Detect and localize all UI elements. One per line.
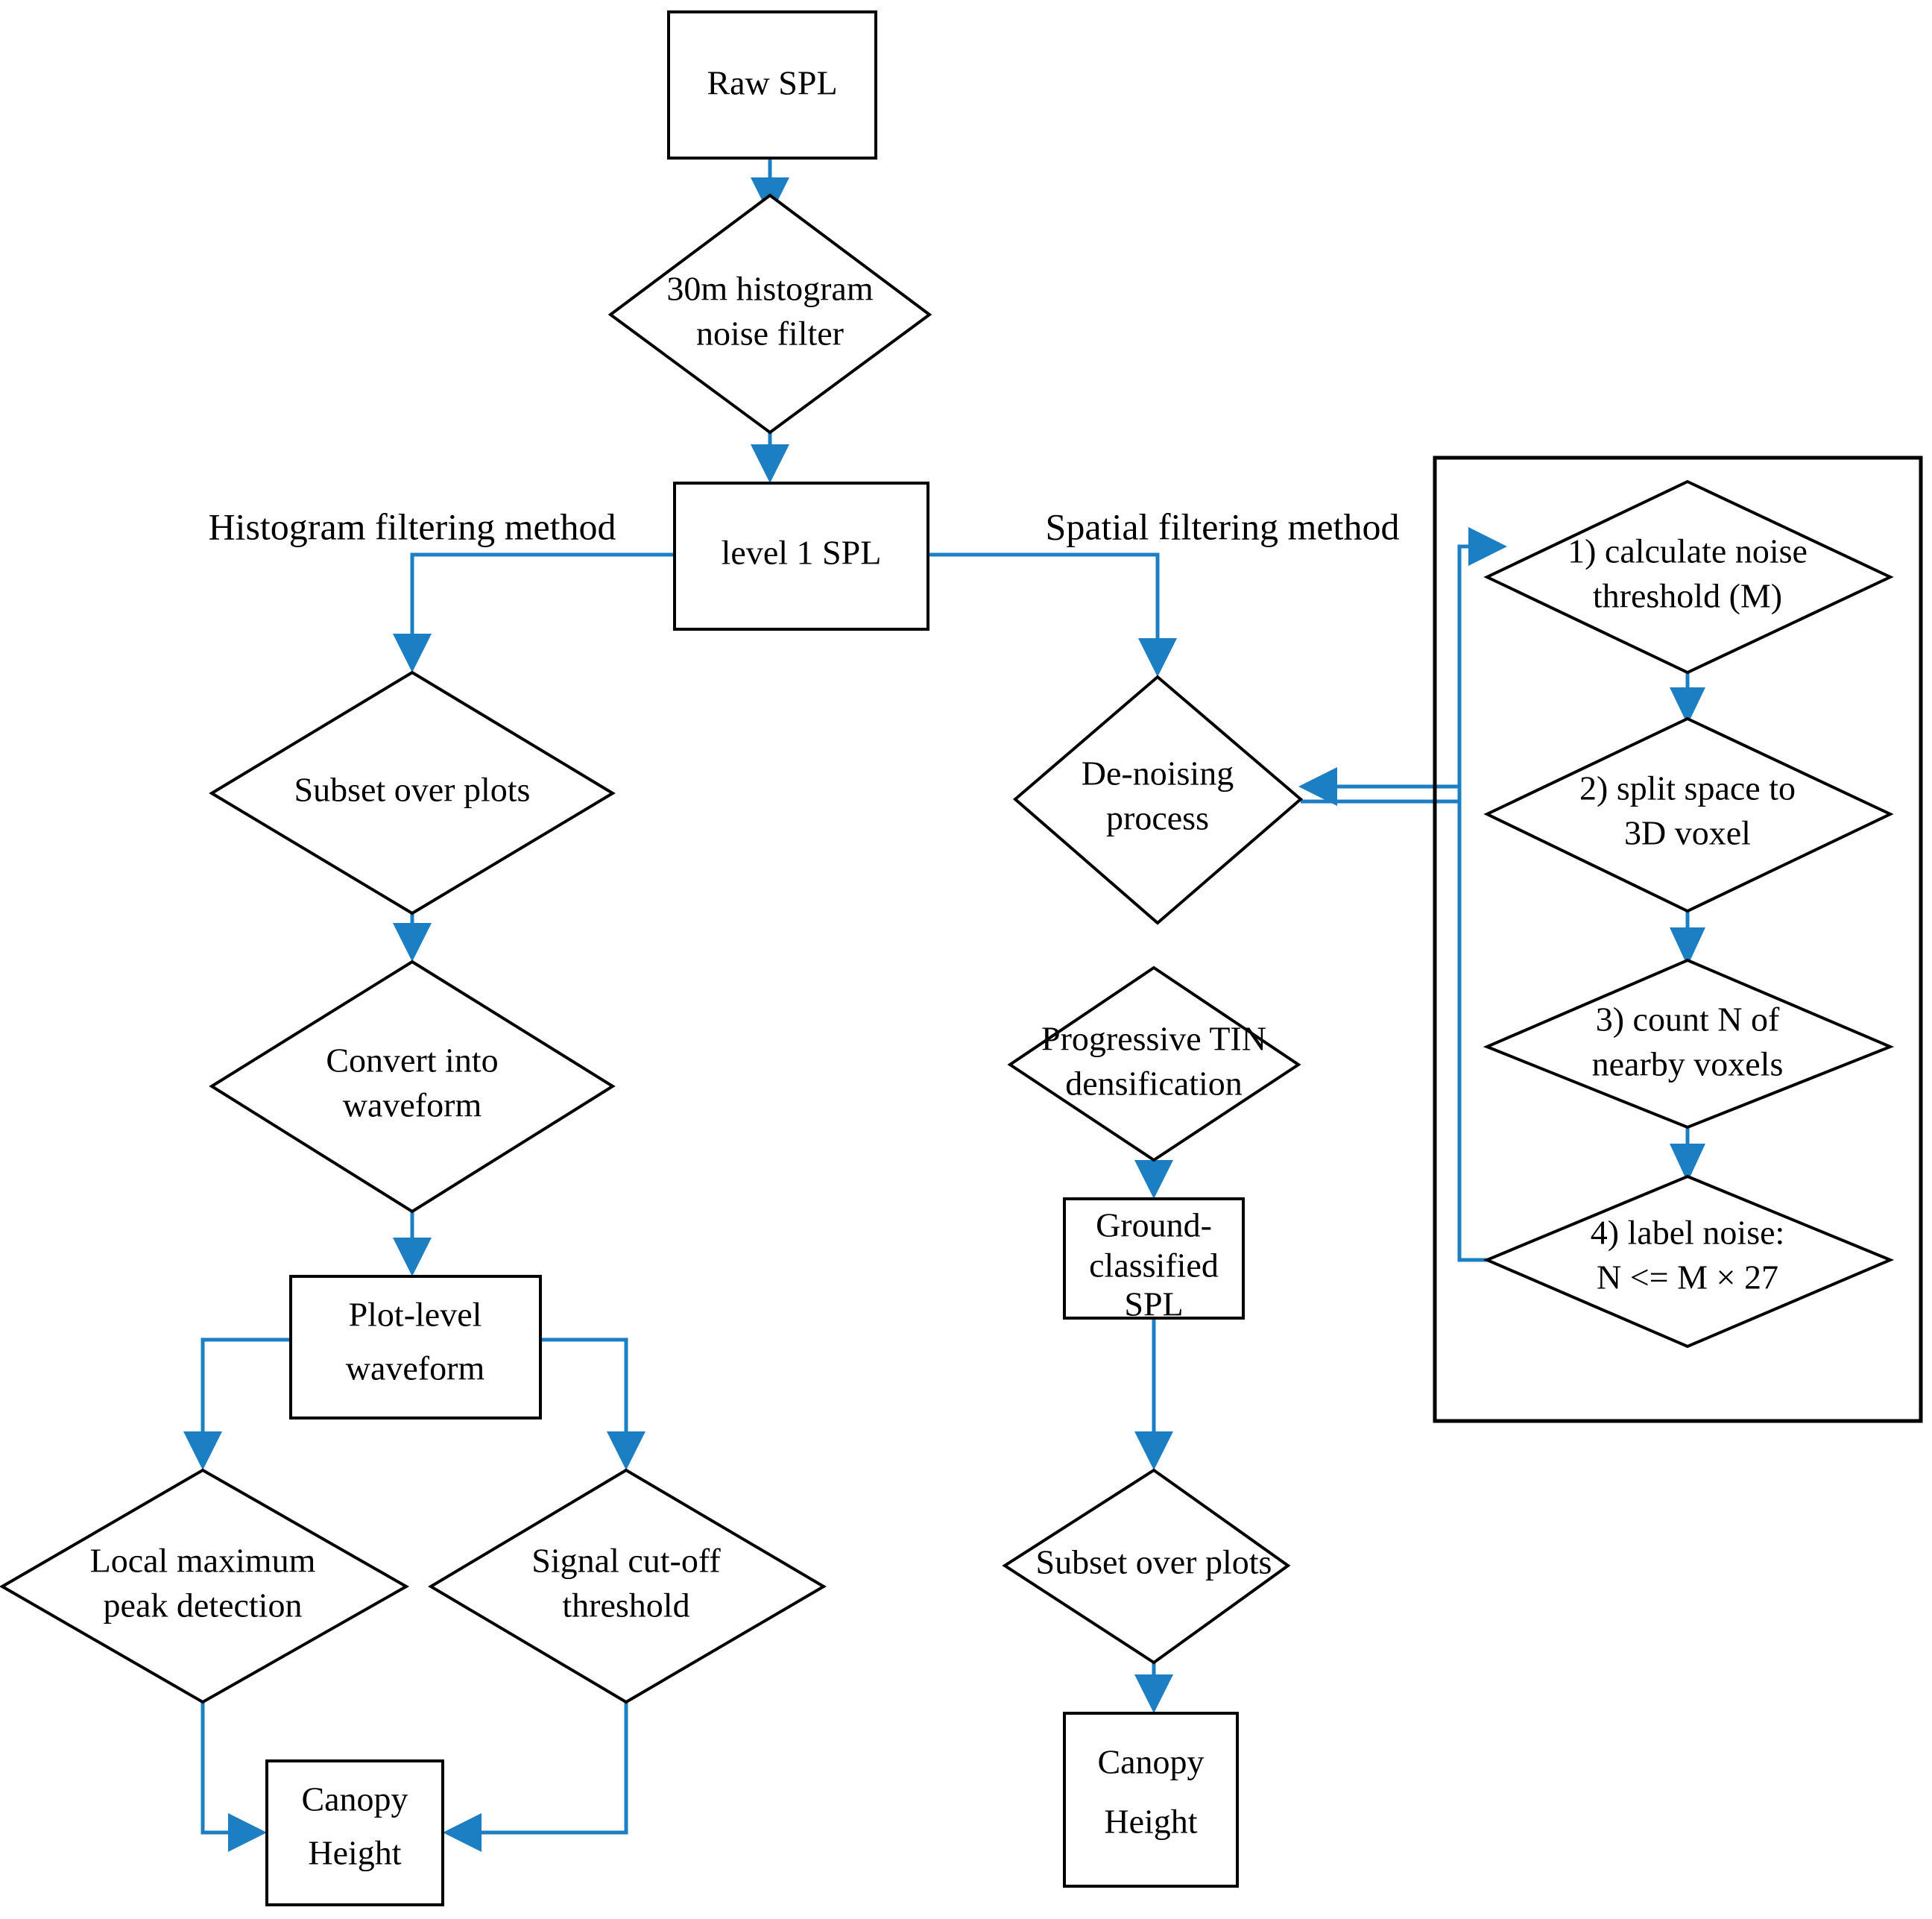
connector-step1-to-step2 <box>1670 672 1705 725</box>
node-signalcutoff-line1: Signal cut-off <box>531 1542 721 1580</box>
node-step3-count-nearby-voxels[interactable]: 3) count N of nearby voxels <box>1483 958 1895 1129</box>
connector-step3-to-step4 <box>1670 1127 1705 1182</box>
connector-step4-to-progressivetin <box>1298 767 1487 1262</box>
node-denoising-line1: De-noising <box>1082 754 1234 793</box>
branch-label-left: Histogram filtering method <box>208 505 616 547</box>
node-step3-line2: nearby voxels <box>1592 1045 1784 1083</box>
node-step4-line1: 4) label noise: <box>1591 1214 1785 1252</box>
node-groundclassified-line1: Ground- <box>1096 1206 1212 1244</box>
connector-subset-to-convert <box>393 913 432 962</box>
node-step1-line2: threshold (M) <box>1593 577 1782 615</box>
node-denoising-line2: process <box>1106 799 1209 837</box>
node-plotlevel-line2: waveform <box>346 1349 485 1387</box>
node-raw-spl-label: Raw SPL <box>707 64 837 102</box>
connector-level1-to-subset-left <box>393 552 675 672</box>
node-canopy-left-line1: Canopy <box>301 1780 408 1818</box>
node-progressivetin-line1: Progressive TIN <box>1041 1020 1266 1058</box>
denoising-subprocess-frame <box>1433 456 1923 1423</box>
node-noise-filter-line2: noise filter <box>696 315 844 353</box>
node-noise-filter[interactable]: 30m histogram noise filter <box>607 193 932 435</box>
node-groundclassified-line3: SPL <box>1124 1285 1183 1323</box>
node-canopy-height-right[interactable]: Canopy Height <box>1063 1712 1239 1888</box>
connector-plotlevel-to-signalcutoff <box>540 1337 645 1470</box>
node-convert-into-waveform[interactable]: Convert into waveform <box>209 960 616 1214</box>
node-plotlevel-line1: Plot-level <box>349 1296 482 1334</box>
connector-step2-to-step3 <box>1670 911 1705 966</box>
node-canopy-left-line2: Height <box>308 1834 401 1872</box>
node-step4-line2: N <= M × 27 <box>1597 1258 1778 1296</box>
connector-signalcutoff-to-canopy-left <box>443 1702 628 1852</box>
node-level1-spl-label: level 1 SPL <box>722 534 882 572</box>
node-step2-line1: 2) split space to <box>1579 769 1796 807</box>
connector-convert-to-plotlevel <box>393 1211 432 1276</box>
connector-denoising-to-step1 <box>1301 527 1507 804</box>
node-convert-line1: Convert into <box>326 1042 498 1080</box>
node-ground-classified-spl[interactable]: Ground- classified SPL <box>1063 1197 1245 1323</box>
node-localmax-line1: Local maximum <box>90 1542 316 1580</box>
node-step4-label-noise[interactable]: 4) label noise: N <= M × 27 <box>1483 1174 1895 1349</box>
node-subset-right-label: Subset over plots <box>1036 1543 1272 1581</box>
node-noise-filter-line1: 30m histogram <box>666 270 873 308</box>
node-subset-over-plots-right[interactable]: Subset over plots <box>1002 1468 1291 1665</box>
node-groundclassified-line2: classified <box>1089 1247 1219 1285</box>
node-subset-over-plots-left[interactable]: Subset over plots <box>209 670 616 916</box>
node-step2-line2: 3D voxel <box>1624 814 1751 852</box>
node-local-maximum-peak-detection[interactable]: Local maximum peak detection <box>0 1468 410 1704</box>
connector-localmax-to-canopy-left <box>201 1702 267 1852</box>
connector-progressivetin-to-groundclassified <box>1134 1159 1173 1199</box>
node-step3-line1: 3) count N of <box>1596 1001 1780 1039</box>
node-canopy-right-line2: Height <box>1104 1803 1197 1841</box>
node-convert-line2: waveform <box>343 1086 482 1124</box>
node-de-noising-process[interactable]: De-noising process <box>1012 675 1304 925</box>
node-localmax-line2: peak detection <box>104 1586 303 1625</box>
node-step2-split-space-3d-voxel[interactable]: 2) split space to 3D voxel <box>1483 716 1894 913</box>
node-step1-calculate-noise-threshold[interactable]: 1) calculate noise threshold (M) <box>1483 479 1894 675</box>
node-subset-left-label: Subset over plots <box>294 771 531 809</box>
connector-plotlevel-to-localmax <box>183 1337 291 1470</box>
node-progressive-tin-densification[interactable]: Progressive TIN densification <box>1007 965 1301 1162</box>
node-raw-spl[interactable]: Raw SPL <box>667 10 877 160</box>
node-canopy-right-line1: Canopy <box>1097 1743 1204 1781</box>
node-level1-spl[interactable]: level 1 SPL <box>673 482 929 631</box>
node-progressivetin-line2: densification <box>1065 1065 1243 1103</box>
node-canopy-height-left[interactable]: Canopy Height <box>265 1759 444 1906</box>
connector-groundclassified-to-subset-right <box>1134 1318 1173 1470</box>
branch-label-right: Spatial filtering method <box>1046 505 1400 547</box>
connector-noisefilter-to-level1 <box>751 432 789 483</box>
node-signal-cutoff-threshold[interactable]: Signal cut-off threshold <box>428 1468 827 1704</box>
node-step1-line1: 1) calculate noise <box>1568 532 1808 570</box>
node-signalcutoff-line2: threshold <box>562 1586 689 1625</box>
node-plot-level-waveform[interactable]: Plot-level waveform <box>289 1275 542 1419</box>
connector-level1-to-denoising <box>928 552 1177 677</box>
connector-subset-right-to-canopy-right <box>1134 1663 1173 1713</box>
